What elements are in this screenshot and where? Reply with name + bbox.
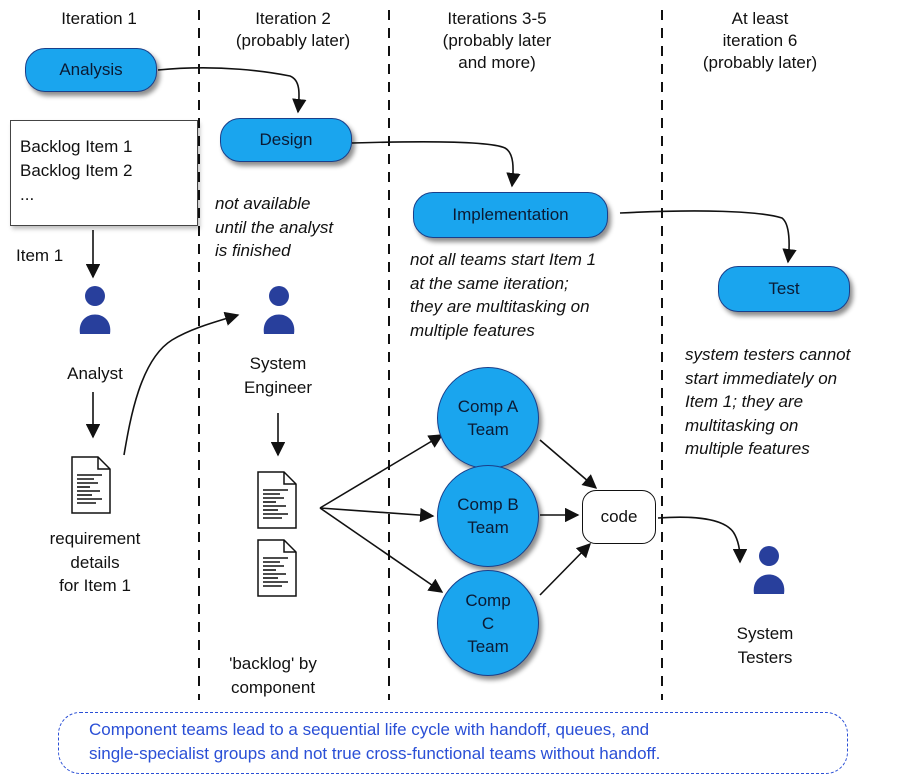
arrow-analysis-design — [157, 67, 307, 114]
system-testers-label: System Testers — [736, 624, 794, 667]
design-phase: Design — [220, 118, 352, 162]
backlog-document-icon-2 — [257, 539, 297, 597]
arrow-req-engineer — [123, 311, 240, 456]
arrow-docs-compa — [319, 434, 444, 509]
comp-a-team: Comp A Team — [437, 367, 539, 469]
backlog-by-component-label: 'backlog' by component — [229, 654, 317, 697]
backlog-item: Backlog Item 2 — [20, 161, 133, 180]
comp-c-team: Comp C Team — [437, 570, 539, 676]
analyst-person-icon — [79, 286, 111, 334]
column-dividers — [198, 10, 663, 700]
design-note: not available until the analyst is finis… — [215, 194, 334, 260]
system-engineer-label: System Engineer — [243, 354, 313, 397]
test-note: system testers cannot start immediately … — [685, 345, 851, 458]
backlog-list: Backlog Item 1 Backlog Item 2 ... — [10, 120, 198, 226]
requirement-details-label: requirement details for Item 1 — [49, 529, 141, 595]
comp-b-team: Comp B Team — [437, 465, 539, 567]
header-iterations-3-5: Iterations 3-5 (probably later and more) — [442, 9, 552, 72]
arrow-docs-compb — [319, 507, 435, 523]
header-iteration-2: Iteration 2 (probably later) — [235, 9, 351, 50]
header-iteration-1: Iteration 1 — [61, 9, 137, 28]
backlog-more: ... — [20, 185, 35, 204]
arrow-compc-code — [539, 542, 592, 596]
engineer-person-icon — [263, 286, 295, 334]
arrow-compa-code — [539, 439, 598, 489]
header-iteration-6: At least iteration 6 (probably later) — [702, 9, 818, 72]
requirement-document-icon — [71, 456, 111, 514]
arrow-design-implementation — [351, 141, 521, 188]
test-phase: Test — [718, 266, 850, 312]
summary-banner: Component teams lead to a sequential lif… — [58, 712, 848, 774]
analysis-phase: Analysis — [25, 48, 157, 92]
implementation-phase: Implementation — [413, 192, 608, 238]
implementation-note: not all teams start Item 1 at the same i… — [410, 250, 597, 340]
backlog-document-icon-1 — [257, 471, 297, 529]
arrow-implementation-test — [619, 210, 797, 264]
arrow-code-testers — [657, 516, 748, 564]
code-box: code — [582, 490, 656, 544]
backlog-item: Backlog Item 1 — [20, 137, 133, 156]
item-1-label: Item 1 — [16, 246, 64, 265]
analyst-label: Analyst — [67, 364, 123, 383]
testers-person-icon — [753, 546, 785, 594]
arrow-docs-compc — [319, 507, 444, 593]
